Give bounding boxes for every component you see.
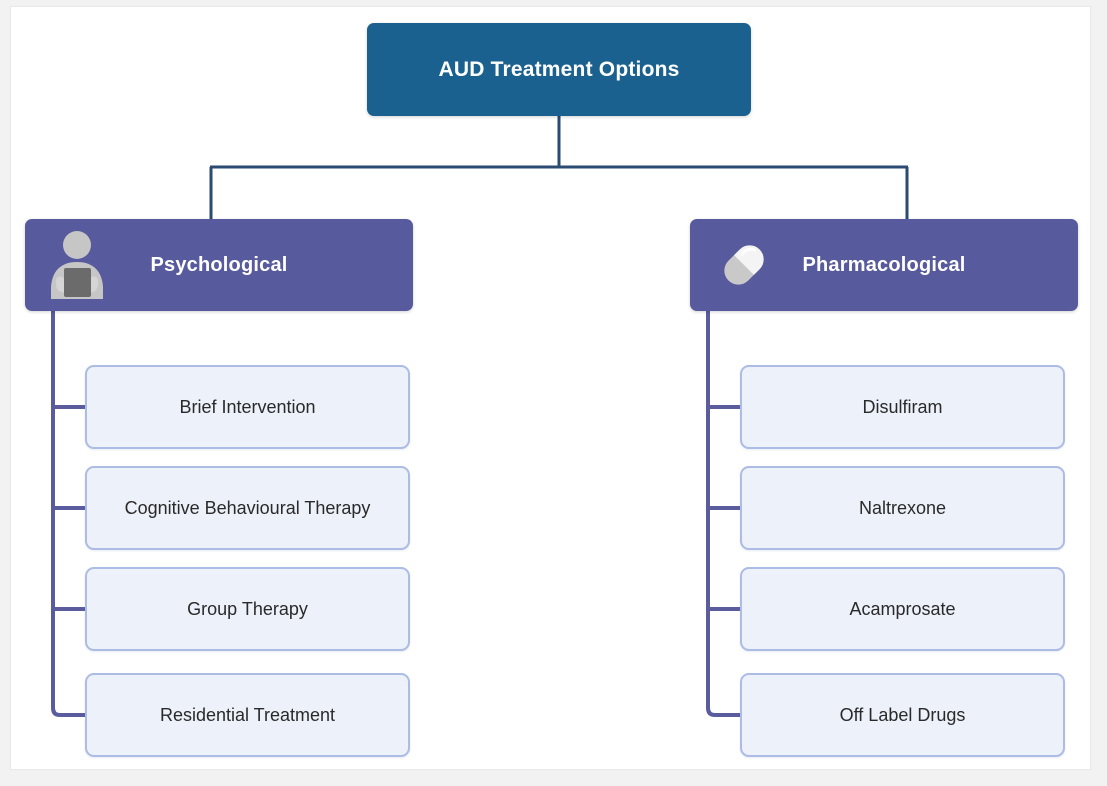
node-leaf-label: Residential Treatment bbox=[159, 704, 336, 725]
node-category-pharmacological[interactable]: Pharmacological bbox=[690, 219, 1078, 311]
node-leaf-label: Group Therapy bbox=[187, 598, 308, 619]
connector-psychological-spine bbox=[51, 311, 85, 717]
node-leaf-cognitive-behavioural-therapy[interactable]: Cognitive Behavioural Therapy bbox=[85, 466, 410, 550]
node-leaf-label: Off Label Drugs bbox=[839, 704, 966, 725]
node-leaf-acamprosate[interactable]: Acamprosate bbox=[740, 567, 1065, 651]
node-leaf-off-label-drugs[interactable]: Off Label Drugs bbox=[740, 673, 1065, 757]
node-leaf-residential-treatment[interactable]: Residential Treatment bbox=[85, 673, 410, 757]
node-leaf-label: Naltrexone bbox=[858, 497, 947, 518]
connector-pharmacological-spine bbox=[706, 311, 740, 717]
capsule-pill-icon bbox=[712, 229, 776, 301]
node-leaf-label: Brief Intervention bbox=[179, 396, 316, 417]
node-leaf-disulfiram[interactable]: Disulfiram bbox=[740, 365, 1065, 449]
node-leaf-brief-intervention[interactable]: Brief Intervention bbox=[85, 365, 410, 449]
node-category-psychological[interactable]: Psychological bbox=[25, 219, 413, 311]
node-leaf-group-therapy[interactable]: Group Therapy bbox=[85, 567, 410, 651]
node-leaf-label: Acamprosate bbox=[849, 598, 956, 619]
node-leaf-label: Disulfiram bbox=[862, 396, 943, 417]
diagram-canvas: AUD Treatment Options Psychological bbox=[10, 6, 1091, 770]
node-leaf-label: Cognitive Behavioural Therapy bbox=[124, 497, 371, 518]
node-leaf-naltrexone[interactable]: Naltrexone bbox=[740, 466, 1065, 550]
person-with-clipboard-icon bbox=[47, 229, 111, 301]
node-category-psychological-label: Psychological bbox=[150, 253, 288, 276]
node-root-label: AUD Treatment Options bbox=[438, 57, 680, 81]
node-category-pharmacological-label: Pharmacological bbox=[802, 253, 966, 276]
node-root-aud-treatment-options[interactable]: AUD Treatment Options bbox=[367, 23, 751, 116]
